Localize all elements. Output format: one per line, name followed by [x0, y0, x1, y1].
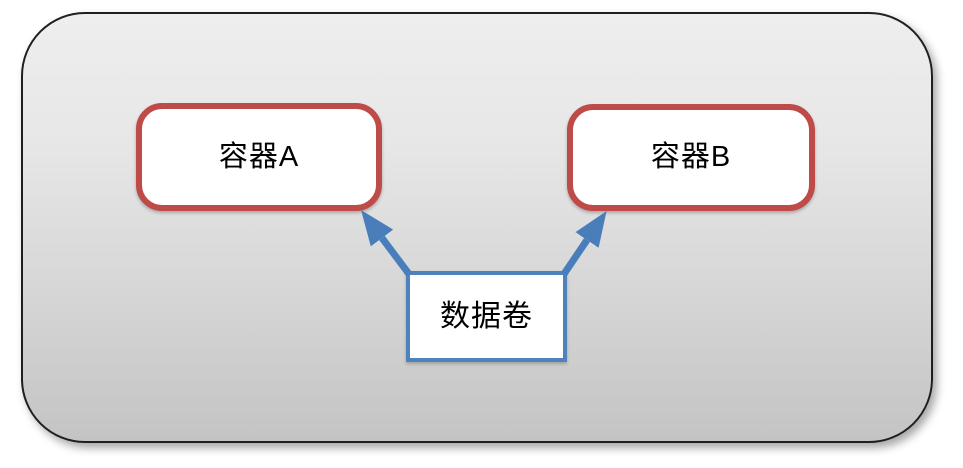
- node-data-volume-label: 数据卷: [440, 299, 533, 333]
- node-container-b: 容器B: [567, 104, 815, 211]
- host-boundary-box: [21, 12, 933, 443]
- node-data-volume: 数据卷: [406, 271, 567, 362]
- node-container-a-label: 容器A: [218, 140, 300, 173]
- node-container-a: 容器A: [136, 103, 382, 211]
- node-container-b-label: 容器B: [650, 141, 732, 173]
